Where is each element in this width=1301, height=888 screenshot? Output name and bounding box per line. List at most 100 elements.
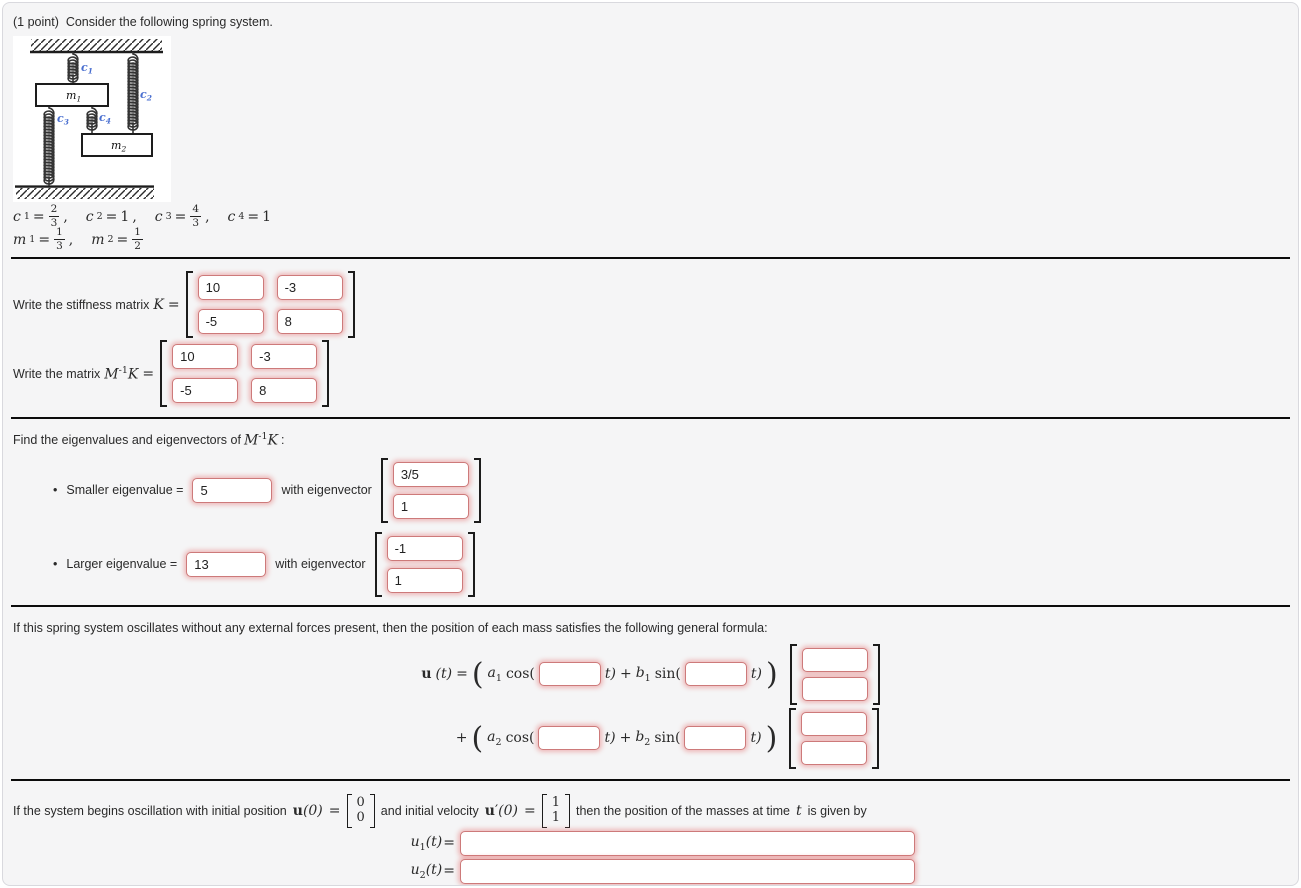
formula-line-2: + ( a2 cos( t) + b2 sin( t) ) [456, 707, 880, 769]
with-eigenvector-label: with eigenvector [281, 483, 372, 498]
eigen-section: Find the eigenvalues and eigenvectors of… [3, 419, 1298, 605]
sin-frequency-2-input[interactable] [684, 726, 747, 751]
u1-answer-row: u1(t) = [403, 830, 1288, 856]
smaller-eigenvector [380, 457, 481, 523]
with-eigenvector-label: with eigenvector [275, 557, 366, 572]
problem-intro-section: (1 point) Consider the following spring … [3, 3, 1298, 257]
bracket-right [467, 531, 475, 597]
spring-c2-icon [127, 52, 139, 134]
larger-eigenvector-2-input[interactable] [386, 567, 463, 593]
section-divider [11, 778, 1290, 781]
spring-c3-icon [43, 106, 55, 186]
bullet-icon: • [53, 483, 58, 498]
spring-c1-icon [67, 52, 79, 84]
stiffness-k21-input[interactable] [197, 309, 264, 334]
formula-vector-1 [789, 643, 880, 705]
bracket-left [160, 340, 168, 407]
section-divider [11, 417, 1290, 419]
spring-c4-label: c4 [99, 111, 111, 126]
stiffness-matrix [185, 271, 355, 338]
spring-c4-icon [86, 106, 98, 134]
bracket-left [789, 643, 797, 705]
initial-conditions-section: If the system begins oscillation with in… [3, 781, 1298, 885]
mass-m2-label: m2 [111, 139, 126, 154]
eigen-heading: Find the eigenvalues and eigenvectors of… [13, 431, 285, 449]
minvk-matrix [160, 340, 330, 407]
minvk-21-input[interactable] [172, 378, 239, 403]
minvk-12-input[interactable] [251, 344, 318, 369]
stiffness-matrix-label: Write the stiffness matrix K = [13, 296, 180, 313]
formula-line-1: u(t) = ( a1 cos( t) + b1 sin( t) ) [421, 643, 880, 705]
initial-conditions-text: If the system begins oscillation with in… [13, 793, 1288, 828]
stiffness-k12-input[interactable] [276, 275, 343, 300]
larger-eigenvalue-label: Larger eigenvalue = [66, 557, 178, 572]
stiffness-matrix-row: Write the stiffness matrix K = [13, 271, 1288, 338]
general-formula-intro: If this spring system oscillates without… [13, 620, 768, 635]
stiffness-k22-input[interactable] [276, 309, 343, 334]
spring-c2-label: c2 [140, 88, 152, 103]
bracket-right [369, 793, 375, 828]
formula-vector-2 [789, 707, 880, 769]
bracket-left [346, 793, 352, 828]
formula-vector-2a-input[interactable] [801, 711, 868, 736]
bracket-left [541, 793, 547, 828]
u2-answer-input[interactable] [460, 858, 915, 884]
bracket-right [565, 793, 570, 828]
minvk-22-input[interactable] [251, 378, 318, 403]
spring-diagram: m1 m2 c1 c2 c3 c4 [13, 36, 171, 202]
spring-c1-label: c1 [81, 61, 93, 76]
u1-answer-input[interactable] [460, 830, 915, 856]
u2-answer-row: u2(t) = [403, 858, 1288, 884]
bracket-left [789, 707, 797, 769]
section-divider [11, 257, 1290, 259]
cos-frequency-2-input[interactable] [538, 726, 601, 751]
sin-frequency-1-input[interactable] [684, 662, 747, 687]
bracket-right [322, 340, 330, 407]
points-label: (1 point) [13, 15, 59, 29]
u-symbol: u [421, 666, 432, 683]
bullet-icon: • [53, 557, 58, 572]
formula-vector-1a-input[interactable] [801, 647, 868, 672]
larger-eigenvector-1-input[interactable] [386, 535, 463, 561]
smaller-eigenvalue-row: • Smaller eigenvalue = with eigenvector [53, 457, 1288, 523]
stiffness-k11-input[interactable] [197, 275, 264, 300]
floor-hatch [16, 188, 154, 199]
smaller-eigenvector-1-input[interactable] [392, 461, 469, 487]
matrix-section: Write the stiffness matrix K = Write the… [3, 259, 1298, 417]
mass-m1-box [35, 83, 109, 107]
bracket-left [185, 271, 193, 338]
general-formula-section: If this spring system oscillates without… [3, 607, 1298, 779]
minvk-11-input[interactable] [172, 344, 239, 369]
larger-eigenvalue-row: • Larger eigenvalue = with eigenvector [53, 531, 1288, 597]
bracket-right [347, 271, 355, 338]
section-divider [11, 604, 1290, 607]
general-formula: u(t) = ( a1 cos( t) + b1 sin( t) ) [13, 643, 1288, 769]
smaller-eigenvalue-input[interactable] [192, 477, 273, 503]
bracket-right [473, 457, 481, 523]
mass-m1-label: m1 [66, 89, 81, 104]
cos-frequency-1-input[interactable] [538, 662, 601, 687]
larger-eigenvalue-input[interactable] [186, 551, 267, 577]
spring-diagram-svg: m1 m2 c1 c2 c3 c4 [15, 39, 163, 199]
bracket-left [380, 457, 388, 523]
problem-title: (1 point) Consider the following spring … [13, 15, 1288, 29]
bracket-right [872, 707, 880, 769]
formula-vector-2b-input[interactable] [801, 740, 868, 765]
formula-vector-1b-input[interactable] [801, 676, 868, 701]
smaller-eigenvector-2-input[interactable] [392, 493, 469, 519]
ceiling-hatch [31, 39, 162, 51]
larger-eigenvector [374, 531, 475, 597]
minvk-matrix-row: Write the matrix M-1K = [13, 340, 1288, 407]
bracket-left [374, 531, 382, 597]
